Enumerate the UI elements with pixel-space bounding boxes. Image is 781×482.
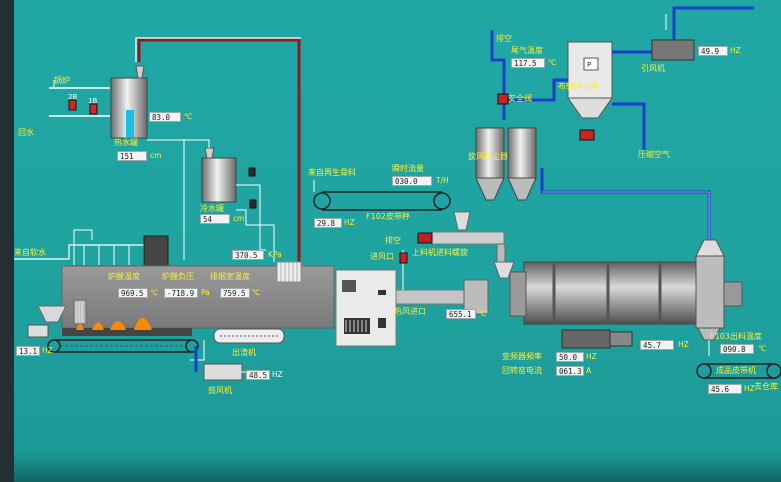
- tail-gas-temp-value[interactable]: 117.5: [511, 58, 545, 68]
- hot-tank-temp-value[interactable]: 83.0: [149, 112, 181, 122]
- hot-air-duct: [395, 289, 469, 305]
- grate-bars: [75, 302, 83, 322]
- label-vent: 排空: [496, 34, 512, 43]
- cyclone-left: [475, 127, 505, 179]
- blower-freq-value[interactable]: 48.5: [246, 370, 270, 380]
- unit-furnace-pressure: Pa: [201, 288, 210, 297]
- cold-tank-level-value[interactable]: 54: [200, 214, 230, 224]
- label-compressed-air: 压缩空气: [638, 150, 670, 159]
- induced-fan-motor: [651, 39, 695, 61]
- label-soft-water: 来自软水: [14, 248, 46, 257]
- label-air-inlet: 进风口: [370, 252, 394, 261]
- grate-conveyor: [54, 339, 192, 353]
- steam-drum: [143, 235, 169, 269]
- label-discharge-temp: F103出料温度: [710, 332, 762, 341]
- unit-kiln-current: A: [586, 366, 592, 375]
- kiln-current-value[interactable]: 061.3: [556, 366, 584, 376]
- discharge-belt: [704, 363, 776, 379]
- instant-flow-value[interactable]: 030.0: [392, 176, 432, 186]
- label-hot-air-inlet: 热风进口: [394, 307, 426, 316]
- label-kiln-current: 回转窑电流: [502, 366, 542, 375]
- kiln-freq-value[interactable]: 50.0: [556, 352, 584, 362]
- blower-motor: [203, 363, 243, 381]
- label-boiler: 锅炉: [54, 76, 70, 85]
- label-cold-tank: 冷水罐: [200, 204, 224, 213]
- label-hot-tank: 热水罐: [114, 138, 138, 147]
- valve-2b: [68, 99, 77, 111]
- feed-screw: [431, 231, 505, 245]
- discharge-freq-value[interactable]: 45.7: [640, 340, 674, 350]
- unit-furnace-temp: ℃: [150, 288, 159, 297]
- valve-cold-1: [248, 167, 256, 177]
- label-valve-1b: 1B: [88, 97, 98, 105]
- label-regen: 来自再生骨料: [308, 168, 356, 177]
- hot-tank-level-value[interactable]: 151: [117, 151, 147, 161]
- unit-hot-tank-level: cm: [150, 151, 162, 160]
- label-instant-flow: 瞬时流量: [392, 164, 424, 173]
- unit-instant-flow: T/H: [436, 176, 449, 185]
- discharge-belt-freq-value[interactable]: 45.6: [708, 384, 742, 394]
- unit-kiln-outlet-temp: ℃: [478, 309, 487, 318]
- cyclone-right: [507, 127, 537, 179]
- unit-belt-speed: HZ: [344, 218, 355, 227]
- label-furnace-temp: 炉膛温度: [108, 272, 140, 281]
- furnace-temp-value[interactable]: 969.5: [118, 288, 148, 298]
- label-induced-fan: 引风机: [641, 64, 665, 73]
- label-discharge-belt: 成品皮带机: [716, 366, 756, 375]
- scada-screen: 锅炉 回水 2B 1B 热水罐 冷水罐 来自软水 炉膛温度 炉膛负压 排烟室温度…: [14, 0, 781, 482]
- unit-pressure: KPa: [268, 250, 282, 259]
- furnace-pressure-value[interactable]: -718.9: [164, 288, 198, 298]
- label-blower: 鼓风机: [208, 386, 232, 395]
- label-belt-feeder: F102皮带秤: [366, 212, 410, 221]
- unit-discharge-temp: ℃: [758, 344, 767, 353]
- discharge-temp-value[interactable]: 090.8: [720, 344, 754, 354]
- induced-fan-freq-value[interactable]: 49.9: [698, 46, 728, 56]
- unit-tail-gas-temp: ℃: [548, 58, 557, 67]
- rotary-kiln: [523, 261, 697, 325]
- flames: [76, 318, 152, 330]
- process-diagram: [14, 6, 781, 381]
- valve-cold-2: [249, 199, 257, 209]
- label-burner-feed: 上料机进料螺旋: [412, 248, 468, 257]
- label-valve-2b: 2B: [68, 93, 78, 101]
- screen-shadow: [14, 452, 781, 482]
- label-dust-collector: 旋风除尘器: [468, 152, 508, 161]
- pressure-value[interactable]: 370.5: [232, 250, 264, 260]
- label-furnace-pressure: 炉膛负压: [162, 272, 194, 281]
- kiln-drive-motor: [561, 329, 611, 349]
- kiln-outlet-temp-value[interactable]: 655.1: [446, 309, 476, 319]
- unit-blower-freq: HZ: [272, 370, 283, 379]
- label-tail-gas: 尾气温度: [511, 46, 543, 55]
- red-pipe-loop: [137, 38, 301, 265]
- monitor-bezel: [0, 0, 14, 482]
- unit-left-motor: HZ: [42, 346, 53, 355]
- cold-water-tank: [201, 157, 237, 203]
- kiln-exhaust-pipe: [540, 168, 711, 240]
- hot-water-level: [126, 110, 134, 137]
- unit-exhaust-temp: ℃: [252, 288, 261, 297]
- belt-speed-value[interactable]: 29.8: [314, 218, 342, 228]
- label-to-storage: 去仓库: [754, 382, 778, 391]
- cyclone-to-bag: [490, 30, 506, 120]
- label-kiln-freq: 变频器频率: [502, 352, 542, 361]
- label-return: 回水: [18, 128, 34, 137]
- unit-kiln-freq: HZ: [586, 352, 597, 361]
- label-safety-valve: 安全阀: [508, 94, 532, 103]
- white-pipe-loop: [135, 37, 301, 62]
- left-motor-value[interactable]: 13.1: [16, 346, 40, 356]
- unit-discharge-freq: HZ: [678, 340, 689, 349]
- label-exhaust-temp: 排烟室温度: [210, 272, 250, 281]
- label-bag-filter: 布袋除尘器: [558, 82, 598, 91]
- valve-1b: [89, 103, 98, 115]
- feed-hopper: [37, 305, 67, 323]
- label-slag: 出渣机: [232, 348, 256, 357]
- label-exhaust-top: 排空: [385, 236, 401, 245]
- exhaust-temp-value[interactable]: 759.5: [220, 288, 250, 298]
- feed-belt: [322, 191, 442, 211]
- unit-induced-fan-freq: HZ: [730, 46, 741, 55]
- bag-filter-tag: P: [587, 61, 592, 69]
- unit-discharge-belt-freq: HZ: [744, 384, 755, 393]
- unit-hot-tank-temp: ℃: [184, 112, 193, 121]
- unit-cold-tank-level: cm: [233, 214, 245, 223]
